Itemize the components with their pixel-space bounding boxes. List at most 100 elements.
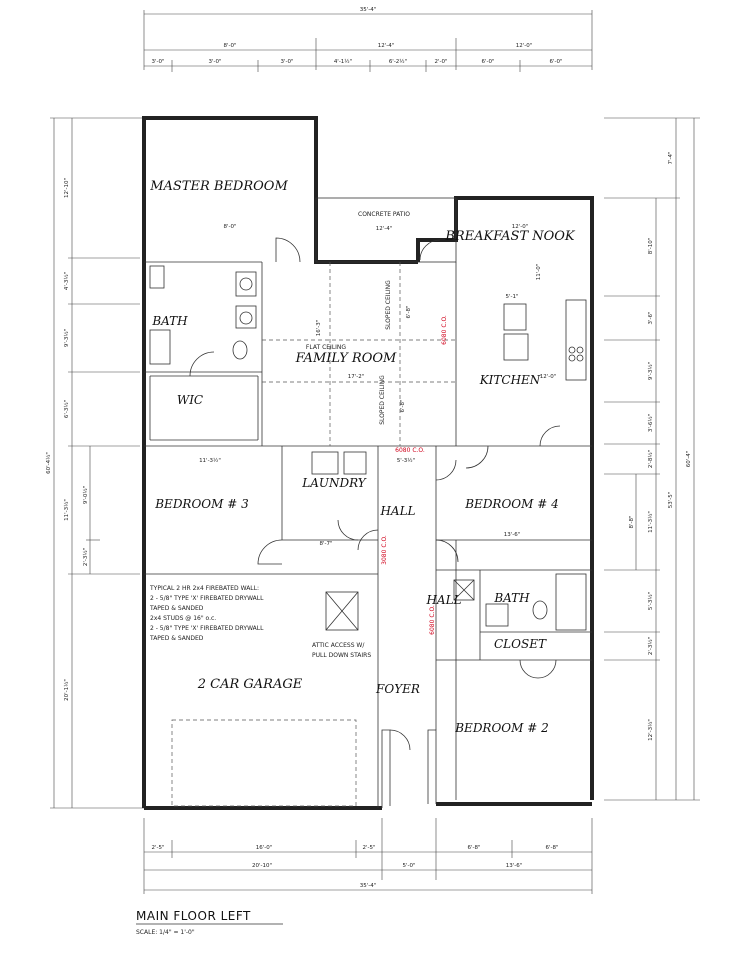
label-bedroom-2: BEDROOM # 2 — [454, 721, 549, 735]
dim-bottom-r2-2: 5'-0" — [402, 863, 415, 869]
dim-right-inner-1: 8'-8" — [629, 515, 635, 528]
dim-int-7: 8'-7" — [319, 541, 332, 547]
dim-left-inner-1: 9'-0½" — [82, 486, 89, 504]
dim-right-8: 2'-3½" — [647, 637, 654, 655]
dim-int-2: 12'-0" — [512, 224, 529, 230]
label-garage: 2 CAR GARAGE — [197, 677, 303, 692]
note-sloped-ceiling-1: SLOPED CEILING — [385, 280, 392, 330]
door-swings — [189, 237, 561, 751]
dim-right-2: 3'-6" — [648, 311, 654, 324]
label-bedroom-3: BEDROOM # 3 — [154, 497, 249, 511]
label-master-bedroom: MASTER BEDROOM — [149, 179, 288, 194]
left-dimensions: 60'-4½" 12'-10" 4'-3½" 9'-3½" 6'-3½" 11'… — [45, 117, 144, 809]
dim-bottom-r1-2: 16'-0" — [256, 845, 273, 851]
right-dimensions: 60'-4" 7'-4" 53'-5" 8'-10" 3'-6" 9'-3½" … — [604, 117, 700, 801]
dim-top-r3-6: 2'-0" — [434, 59, 447, 65]
ceiling-lines — [262, 262, 456, 446]
dim-top-r3-8: 6'-0" — [549, 59, 562, 65]
dim-left-overall: 60'-4½" — [45, 452, 52, 474]
note-firewall-5: 2 - 5/8" TYPE 'X' FIREBATED DRYWALL — [150, 625, 264, 632]
note-firewall-3: TAPED & SANDED — [149, 605, 204, 612]
room-labels: MASTER BEDROOM BREAKFAST NOOK BATH FAMIL… — [149, 179, 576, 735]
bottom-dimensions: 2'-5" 16'-0" 2'-5" 6'-8" 6'-8" 20'-10" 5… — [143, 818, 593, 894]
label-hall: HALL — [379, 504, 415, 518]
dim-left-1: 12'-10" — [64, 178, 70, 198]
dim-top-r2-2: 12'-4" — [378, 43, 395, 49]
dim-bottom-overall: 35'-4" — [360, 883, 377, 889]
dim-top-r3-1: 3'-0" — [151, 59, 164, 65]
label-family-room: FAMILY ROOM — [295, 351, 397, 366]
note-concrete-patio: CONCRETE PATIO — [358, 211, 410, 218]
dim-left-2: 4'-3½" — [63, 272, 70, 290]
dim-bottom-r1-4: 6'-8" — [467, 845, 480, 851]
dim-int-4: 5'-1" — [505, 294, 518, 300]
dim-int-5: 11'-3½" — [199, 457, 221, 464]
dim-right-5: 2'-8½" — [647, 450, 654, 468]
note-firewall-1: TYPICAL 2 HR 2x4 FIREBATED WALL: — [149, 585, 259, 592]
note-attic-2: PULL DOWN STAIRS — [312, 652, 371, 659]
dim-right-1: 8'-10" — [648, 238, 654, 255]
dim-top-r3-2: 3'-0" — [208, 59, 221, 65]
dim-right-overall: 60'-4" — [686, 451, 692, 468]
note-co-2: 6080 C.O. — [395, 447, 425, 454]
dim-right-outer-2: 53'-5" — [668, 492, 674, 509]
label-master-bath: BATH — [151, 314, 188, 328]
note-attic-1: ATTIC ACCESS W/ — [312, 642, 365, 649]
label-foyer: FOYER — [375, 682, 420, 696]
note-co-3: 3080 C.O. — [381, 535, 388, 565]
note-co-4: 6080 C.O. — [429, 605, 436, 635]
dim-right-6: 11'-3½" — [647, 511, 654, 533]
dim-top-r3-4: 4'-1½" — [334, 58, 352, 65]
dim-bottom-r1-5: 6'-8" — [545, 845, 558, 851]
drawing-scale: SCALE: 1/4" = 1'-0" — [136, 929, 195, 936]
interior-dimensions: 8'-0" 12'-0" 11'-0" 5'-1" 11'-3½" 5'-3½"… — [199, 224, 556, 547]
dim-int-13: 6'-8" — [400, 399, 406, 412]
dim-left-5: 11'-3½" — [63, 499, 70, 521]
dim-right-4: 3'-6½" — [647, 414, 654, 432]
notes: CONCRETE PATIO 12'-4" FLAT CEILING SLOPE… — [149, 211, 448, 659]
label-closet: CLOSET — [494, 637, 547, 651]
note-firewall-6: TAPED & SANDED — [149, 635, 204, 642]
dim-top-r2-1: 8'-0" — [223, 43, 236, 49]
label-kitchen: KITCHEN — [479, 373, 541, 387]
dim-right-3: 9'-3½" — [647, 362, 654, 380]
note-sloped-ceiling-2: SLOPED CEILING — [379, 375, 386, 425]
label-bath-2: BATH — [493, 591, 530, 605]
dim-int-1: 8'-0" — [223, 224, 236, 230]
dim-top-r3-3: 3'-0" — [280, 59, 293, 65]
top-dimensions: 35'-4" 8'-0" 12'-4" 12'-0" 3'-0" 3'-0" 3… — [143, 7, 593, 72]
dim-int-6: 5'-3½" — [397, 457, 415, 464]
dim-left-4: 6'-3½" — [63, 400, 70, 418]
dim-top-r3-7: 6'-0" — [481, 59, 494, 65]
dim-bottom-r2-1: 20'-10" — [252, 863, 272, 869]
label-laundry: LAUNDRY — [301, 476, 367, 490]
dim-top-r2-3: 12'-0" — [516, 43, 533, 49]
note-flat-ceiling: FLAT CEILING — [306, 344, 346, 351]
dim-bottom-r1-3: 2'-5" — [362, 845, 375, 851]
drawing-title: MAIN FLOOR LEFT — [136, 909, 251, 923]
dim-left-6: 20'-1½" — [63, 679, 70, 701]
label-wic: WIC — [177, 393, 203, 407]
dim-int-12: 6'-8" — [406, 305, 412, 318]
dim-int-11: 12'-0" — [540, 374, 557, 380]
label-breakfast-nook: BREAKFAST NOOK — [444, 229, 576, 244]
garage-door — [171, 719, 357, 807]
note-co-1: 6080 C.O. — [441, 315, 448, 345]
dim-int-10: 17'-2" — [348, 374, 365, 380]
dim-bottom-r1-1: 2'-5" — [151, 845, 164, 851]
note-patio-dim: 12'-4" — [376, 226, 393, 232]
note-firewall-2: 2 - 5/8" TYPE 'X' FIREBATED DRYWALL — [150, 595, 264, 602]
label-bedroom-4: BEDROOM # 4 — [464, 497, 559, 511]
title-block: MAIN FLOOR LEFT SCALE: 1/4" = 1'-0" — [136, 909, 283, 936]
note-firewall-4: 2x4 STUDS @ 16" o.c. — [150, 615, 216, 622]
interior-walls — [144, 261, 592, 808]
dim-top-overall: 35'-4" — [360, 7, 377, 13]
dim-bottom-r2-3: 13'-6" — [506, 863, 523, 869]
attic-access-icon — [325, 591, 359, 631]
dim-int-8: 13'-6" — [504, 532, 521, 538]
dim-left-3: 9'-3½" — [63, 329, 70, 347]
dim-left-inner-2: 2'-3½" — [82, 548, 89, 566]
concrete-patio — [315, 197, 457, 263]
label-hall-2: HALL — [425, 593, 461, 607]
